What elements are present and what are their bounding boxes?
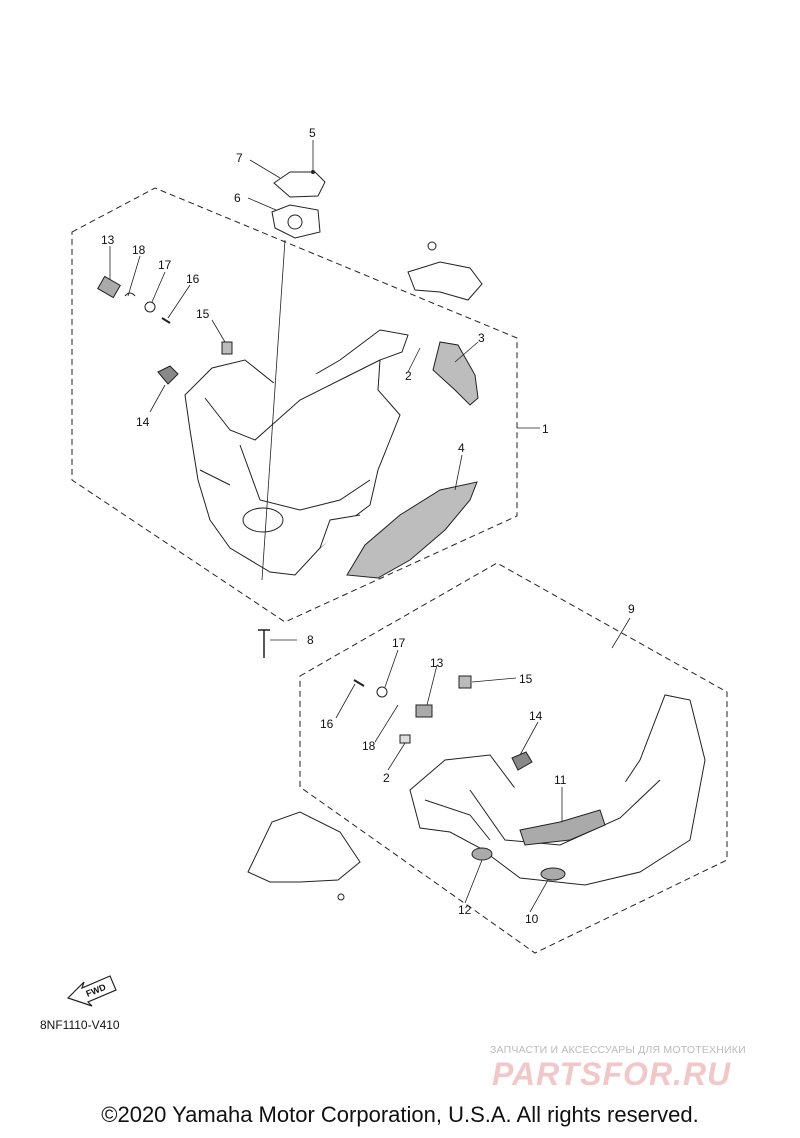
diagram-code: 8NF1110-V410 — [40, 1018, 120, 1032]
panel-3 — [432, 341, 479, 406]
callout-13-upper: 13 — [101, 233, 115, 247]
grommet-13a — [97, 275, 121, 299]
callout-8: 8 — [307, 633, 314, 647]
gasket-7 — [273, 171, 326, 198]
callout-13-lower: 13 — [430, 656, 444, 670]
assembly-box-1 — [71, 187, 518, 623]
callout-5: 5 — [309, 126, 316, 140]
front-cowling-lower — [409, 694, 706, 886]
copyright-notice: ©2020 Yamaha Motor Corporation, U.S.A. A… — [101, 1102, 699, 1127]
callout-2-lower: 2 — [383, 771, 390, 785]
callout-15-upper: 15 — [196, 307, 210, 321]
pad-10 — [540, 867, 566, 881]
bracket-lower-left — [247, 811, 361, 883]
bracket-upper-right — [407, 261, 483, 301]
screw-16b — [353, 679, 365, 687]
callout-7: 7 — [236, 151, 243, 165]
watermark-brand: PARTSFOR.RU — [492, 1056, 732, 1092]
side-panel-4 — [346, 481, 478, 579]
front-cowling-upper — [184, 329, 409, 576]
callout-14-upper: 14 — [136, 415, 150, 429]
callout-4: 4 — [458, 441, 465, 455]
screw-8 — [258, 629, 270, 658]
pad-12 — [471, 847, 493, 861]
clip-18a — [124, 292, 136, 297]
watermark-tagline: ЗАПЧАСТИ И АКСЕССУАРЫ ДЛЯ МОТОТЕХНИКИ — [490, 1044, 746, 1056]
callout-6: 6 — [234, 191, 241, 205]
fastener-14b — [511, 751, 533, 771]
washer-17a — [144, 301, 156, 313]
callout-18-lower: 18 — [362, 739, 376, 753]
callout-10: 10 — [525, 912, 539, 926]
callout-12: 12 — [458, 903, 472, 917]
nut-15a — [221, 341, 233, 355]
callout-2-upper: 2 — [405, 369, 412, 383]
nut-15b — [458, 675, 472, 689]
callout-17-upper: 17 — [158, 258, 172, 272]
callout-3: 3 — [478, 331, 485, 345]
panel-11 — [519, 809, 606, 846]
callout-16-lower: 16 — [320, 717, 334, 731]
callout-11: 11 — [554, 773, 567, 787]
washer-17b — [376, 686, 388, 698]
callout-9: 9 — [628, 602, 635, 616]
clip-2b — [399, 734, 411, 744]
callout-16-upper: 16 — [186, 272, 200, 286]
grommet-13b — [415, 704, 433, 718]
callout-15-lower: 15 — [519, 672, 533, 686]
callout-1: 1 — [542, 422, 549, 436]
callout-18-upper: 18 — [132, 243, 146, 257]
fastener-14a — [157, 365, 179, 385]
bolt-upper-right — [427, 241, 437, 251]
callout-17-lower: 17 — [392, 636, 406, 650]
screw-16a — [161, 317, 171, 324]
hole-6 — [287, 214, 303, 230]
fwd-arrow-icon: FWD — [66, 975, 117, 1007]
callout-14-lower: 14 — [529, 709, 543, 723]
bolt-lower-left — [337, 893, 345, 901]
